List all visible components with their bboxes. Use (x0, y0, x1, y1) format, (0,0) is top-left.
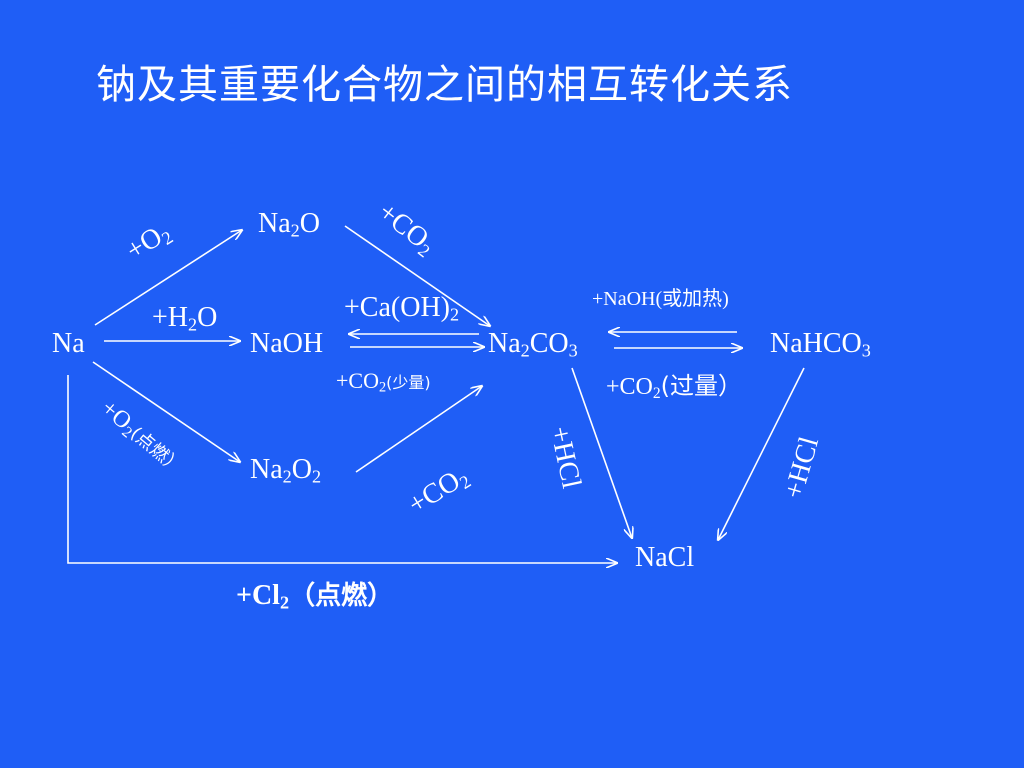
page-title: 钠及其重要化合物之间的相互转化关系 (96, 62, 793, 108)
node-nacl: NaCl (635, 542, 695, 573)
arrow-na2co3-to-nacl (571, 367, 632, 538)
node-nahco3: NaHCO3 (770, 328, 871, 361)
label-caoh2: +Ca(OH)2 (344, 292, 460, 325)
node-na: Na (52, 328, 85, 359)
label-h2o: +H2O (152, 302, 218, 335)
node-naoh: NaOH (250, 328, 324, 359)
node-na2o: Na2O (258, 208, 320, 241)
arrow-na-to-na2o (94, 230, 242, 326)
label-co2-excess: +CO2(过量） (606, 372, 743, 402)
arrow-na2o2-to-na2co3 (355, 386, 482, 473)
label-cl2-ignite: +Cl2（点燃） (236, 580, 394, 613)
arrow-na-to-na2o2 (92, 361, 240, 462)
node-na2co3: Na2CO3 (488, 328, 578, 361)
label-co2-few: +CO2(少量) (336, 368, 431, 396)
label-naoh-or-heat: +NaOH(或加热) (592, 286, 729, 310)
node-na2o2: Na2O2 (250, 454, 322, 487)
arrow-nahco3-to-nacl (718, 367, 805, 540)
arrow-na2o-to-na2co3 (344, 225, 490, 326)
arrow-na-to-nacl (67, 375, 617, 563)
